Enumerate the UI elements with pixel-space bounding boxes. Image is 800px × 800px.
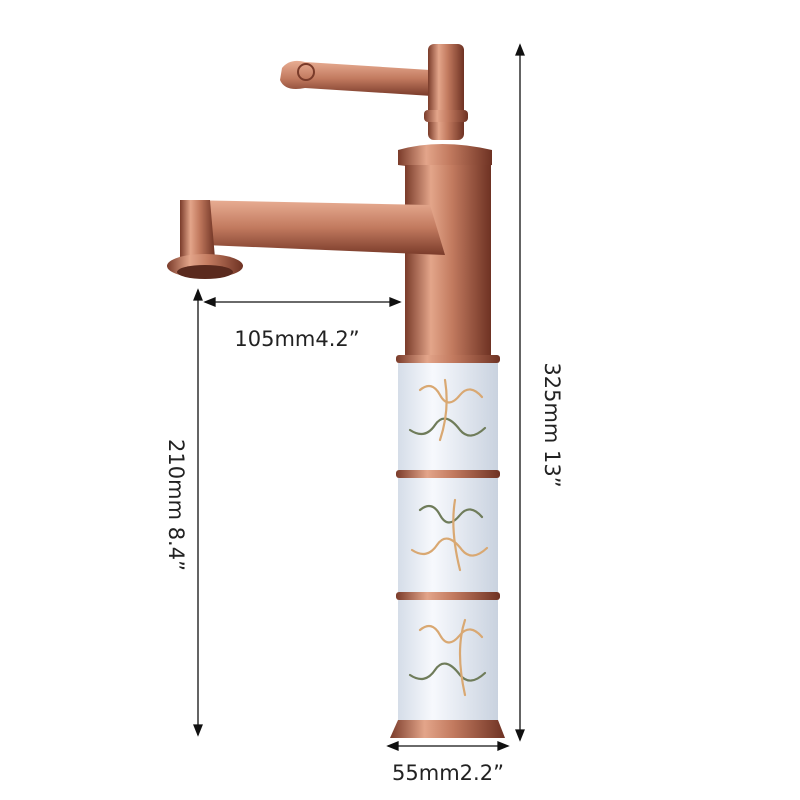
dimension-lines [193, 43, 525, 751]
body-column [405, 165, 491, 360]
body-cap [398, 144, 492, 169]
spout-height-label: 210mm 8.4” [164, 439, 188, 571]
spout-reach-label: 105mm4.2” [234, 327, 360, 351]
spout [167, 200, 445, 279]
total-height-label: 325mm 13” [540, 362, 564, 488]
ceramic-handle-sections [396, 355, 500, 720]
base [390, 720, 505, 738]
handle-lever [280, 44, 468, 140]
base-diameter-label: 55mm2.2” [392, 761, 504, 785]
